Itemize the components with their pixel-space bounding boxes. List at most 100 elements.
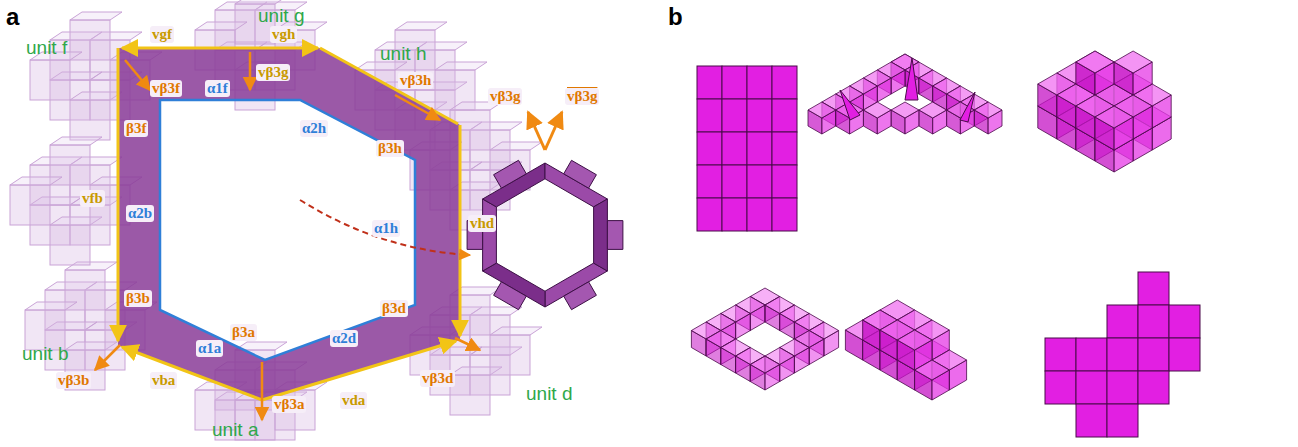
vector-label: vβ3g xyxy=(565,88,599,105)
panel-letter: b xyxy=(668,4,683,30)
unit-cube xyxy=(10,185,50,225)
sheet-cell xyxy=(722,99,747,132)
fold-vectors xyxy=(95,52,480,420)
net-cell xyxy=(1107,305,1138,338)
vector-arrow xyxy=(395,95,440,120)
vector-label: vba xyxy=(150,372,177,389)
ring-flap xyxy=(564,282,597,310)
vector-label: vfb xyxy=(80,190,105,207)
fin xyxy=(960,92,975,122)
vector-arrow xyxy=(249,52,252,90)
cube-face xyxy=(915,360,950,380)
sheet-cell xyxy=(772,99,797,132)
net-cell xyxy=(1107,404,1138,437)
net-cell xyxy=(1107,371,1138,404)
ring-flap xyxy=(494,282,527,310)
sheet-cell xyxy=(697,99,722,132)
cube-face xyxy=(435,62,487,70)
unit-cube xyxy=(30,60,70,100)
net-cell xyxy=(1076,338,1107,371)
cube-face xyxy=(974,102,1002,118)
vector-arrow xyxy=(122,347,262,400)
cube-face xyxy=(10,177,62,185)
sheet-cell xyxy=(772,132,797,165)
vector-label: vβ3b xyxy=(56,372,91,389)
sheet-cell xyxy=(747,99,772,132)
vector-label: vβ3g xyxy=(256,64,290,81)
cube-face xyxy=(490,327,542,335)
panel-letter: a xyxy=(6,4,19,30)
vector-label: α2h xyxy=(300,120,328,137)
net-cell xyxy=(1045,371,1076,404)
net-cell xyxy=(1076,371,1107,404)
vector-label: vβ3f xyxy=(150,80,182,97)
unit-cube xyxy=(70,100,110,140)
vector-arrow xyxy=(528,112,545,150)
vector-label: vda xyxy=(340,392,367,409)
vector-arrow xyxy=(122,47,250,50)
sheet-cell xyxy=(697,66,722,99)
fin xyxy=(840,90,860,120)
vector-label: β3h xyxy=(376,140,404,157)
vector-label: β3b xyxy=(124,290,152,307)
vector-label: β3a xyxy=(230,324,257,341)
vector-label: α1f xyxy=(205,80,230,97)
cube-face xyxy=(25,302,77,310)
vector-arrow xyxy=(455,338,480,350)
cube-face xyxy=(1095,106,1133,128)
sheet-cell xyxy=(772,66,797,99)
net-cell xyxy=(1138,272,1169,305)
vector-label: vβ3d xyxy=(420,370,455,387)
sheet-cell xyxy=(747,165,772,198)
unit-label: unit f xyxy=(26,38,67,59)
vector-label: vgh xyxy=(270,26,297,43)
sheet-cell xyxy=(747,198,772,231)
vector-label: β3f xyxy=(124,120,148,137)
vector-arrow xyxy=(117,48,120,341)
cube-face xyxy=(891,102,919,118)
cube-face xyxy=(897,330,932,350)
unit-label: unit g xyxy=(258,6,304,27)
vector-label: β3d xyxy=(380,300,408,317)
ring-flap xyxy=(607,221,623,250)
hexagon-band xyxy=(118,48,460,400)
unit-label: unit h xyxy=(380,44,426,65)
sheet-cell xyxy=(747,132,772,165)
leader-arrow xyxy=(300,200,470,255)
vector-label: α2b xyxy=(126,205,154,222)
cube-face xyxy=(50,137,102,145)
unit-label: unit d xyxy=(526,384,572,405)
outer-vectors xyxy=(118,48,460,400)
cube-face xyxy=(395,22,447,30)
sheet-cell xyxy=(722,132,747,165)
vector-label: vβ3a xyxy=(272,396,306,413)
net-cell xyxy=(1138,305,1169,338)
inner-hexagon xyxy=(160,100,415,360)
unit-label: unit a xyxy=(212,420,258,441)
ring-panel xyxy=(594,199,608,271)
cube-face xyxy=(1076,51,1114,73)
net-cell xyxy=(1169,338,1200,371)
sheet-cell xyxy=(697,165,722,198)
vector-label: vhd xyxy=(468,215,496,232)
vector-label: vβ3g xyxy=(488,88,522,105)
vector-label: α1h xyxy=(372,220,400,237)
cube-face xyxy=(195,22,247,30)
unit-cubes xyxy=(10,0,542,440)
unit-label: unit b xyxy=(22,344,68,365)
unit-cube xyxy=(490,335,530,375)
net-cell xyxy=(1076,404,1107,437)
net-cell xyxy=(1138,338,1169,371)
vector-label: α2d xyxy=(330,330,358,347)
vector-arrow xyxy=(545,112,562,150)
cube-face xyxy=(1114,51,1152,73)
unit-cube xyxy=(450,375,490,415)
cube-face xyxy=(490,142,542,150)
vector-label: α1a xyxy=(196,340,223,357)
vector-arrow xyxy=(125,60,150,90)
net-cell xyxy=(1107,338,1138,371)
net-cell xyxy=(1138,371,1169,404)
